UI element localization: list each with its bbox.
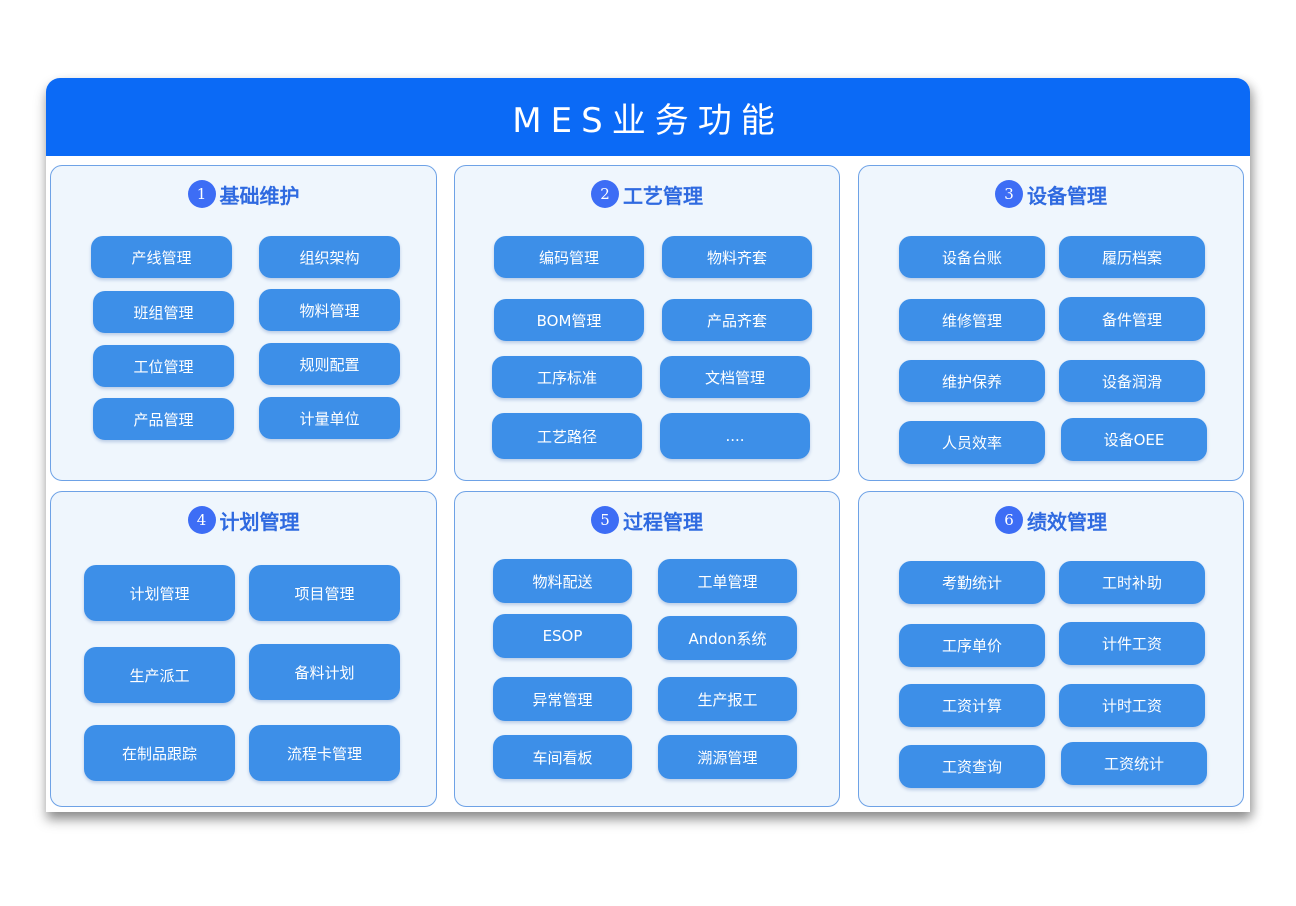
panel-title: 计划管理 <box>219 509 300 534</box>
panel-header: 3 设备管理 <box>859 176 1243 212</box>
function-button[interactable]: 计时工资 <box>1059 684 1205 727</box>
function-button[interactable]: 文档管理 <box>660 356 810 398</box>
panel-title: 基础维护 <box>219 183 300 208</box>
function-button[interactable]: 产品齐套 <box>662 299 812 341</box>
number-badge: 2 <box>591 180 619 208</box>
function-button[interactable]: BOM管理 <box>494 299 644 341</box>
function-button[interactable]: 产品管理 <box>93 398 234 440</box>
panel-equipment-management: 3 设备管理 设备台账 履历档案 维修管理 备件管理 维护保养 设备润滑 人员效… <box>858 165 1244 481</box>
function-button[interactable]: 工单管理 <box>658 559 797 603</box>
function-button[interactable]: 计量单位 <box>259 397 400 439</box>
function-button[interactable]: 计划管理 <box>84 565 235 621</box>
panel-title: 工艺管理 <box>623 183 703 208</box>
function-button[interactable]: Andon系统 <box>658 616 797 660</box>
function-button[interactable]: 异常管理 <box>493 677 632 721</box>
function-button[interactable]: 工序单价 <box>899 624 1045 667</box>
function-button[interactable]: 物料齐套 <box>662 236 812 278</box>
function-button[interactable]: 履历档案 <box>1059 236 1205 278</box>
function-button[interactable]: 设备台账 <box>899 236 1045 278</box>
function-button[interactable]: 备料计划 <box>249 644 400 700</box>
function-button[interactable]: 工资计算 <box>899 684 1045 727</box>
function-button[interactable]: 溯源管理 <box>658 735 797 779</box>
panel-header: 1 基础维护 <box>51 176 436 212</box>
panel-planning-management: 4 计划管理 计划管理 项目管理 生产派工 备料计划 在制品跟踪 流程卡管理 <box>50 491 437 807</box>
panel-process-engineering: 2 工艺管理 编码管理 物料齐套 BOM管理 产品齐套 工序标准 文档管理 工艺… <box>454 165 840 481</box>
function-button[interactable]: 生产派工 <box>84 647 235 703</box>
function-button[interactable]: 班组管理 <box>93 291 234 333</box>
panel-title: 设备管理 <box>1027 183 1107 208</box>
panel-header: 5 过程管理 <box>455 502 839 538</box>
function-button[interactable]: 在制品跟踪 <box>84 725 235 781</box>
function-button[interactable]: 产线管理 <box>91 236 232 278</box>
function-button[interactable]: 维护保养 <box>899 360 1045 402</box>
function-button[interactable]: 工位管理 <box>93 345 234 387</box>
function-button[interactable]: 考勤统计 <box>899 561 1045 604</box>
number-badge: 4 <box>187 506 216 534</box>
function-button[interactable]: 流程卡管理 <box>249 725 400 781</box>
panel-process-control: 5 过程管理 物料配送 工单管理 ESOP Andon系统 异常管理 生产报工 … <box>454 491 840 807</box>
more-button[interactable]: .... <box>660 413 810 459</box>
function-button[interactable]: 设备润滑 <box>1059 360 1205 402</box>
function-button[interactable]: 物料配送 <box>493 559 632 603</box>
function-button[interactable]: 备件管理 <box>1059 297 1205 341</box>
panel-title: 过程管理 <box>623 509 703 534</box>
function-button[interactable]: 工序标准 <box>492 356 642 398</box>
header-bar: MES业务功能 <box>46 78 1250 156</box>
panel-header: 4 计划管理 <box>51 502 436 538</box>
function-button[interactable]: 工资统计 <box>1061 742 1207 785</box>
function-button[interactable]: 维修管理 <box>899 299 1045 341</box>
function-button[interactable]: 工资查询 <box>899 745 1045 788</box>
panel-performance-management: 6 绩效管理 考勤统计 工时补助 工序单价 计件工资 工资计算 计时工资 工资查… <box>858 491 1244 807</box>
function-button[interactable]: 组织架构 <box>259 236 400 278</box>
mes-board: MES业务功能 1 基础维护 产线管理 组织架构 班组管理 物料管理 工位管理 … <box>46 78 1250 812</box>
function-button[interactable]: 生产报工 <box>658 677 797 721</box>
function-button[interactable]: 编码管理 <box>494 236 644 278</box>
panel-basic-maintenance: 1 基础维护 产线管理 组织架构 班组管理 物料管理 工位管理 规则配置 产品管… <box>50 165 437 481</box>
panel-title: 绩效管理 <box>1027 509 1107 534</box>
function-button[interactable]: 计件工资 <box>1059 622 1205 665</box>
number-badge: 3 <box>995 180 1023 208</box>
number-badge: 6 <box>995 506 1023 534</box>
number-badge: 1 <box>187 180 216 208</box>
function-button[interactable]: 设备OEE <box>1061 418 1207 461</box>
function-button[interactable]: ESOP <box>493 614 632 658</box>
panel-header: 2 工艺管理 <box>455 176 839 212</box>
function-button[interactable]: 工艺路径 <box>492 413 642 459</box>
number-badge: 5 <box>591 506 619 534</box>
function-button[interactable]: 物料管理 <box>259 289 400 331</box>
function-button[interactable]: 工时补助 <box>1059 561 1205 604</box>
function-button[interactable]: 项目管理 <box>249 565 400 621</box>
function-button[interactable]: 车间看板 <box>493 735 632 779</box>
function-button[interactable]: 规则配置 <box>259 343 400 385</box>
function-button[interactable]: 人员效率 <box>899 421 1045 464</box>
page-title: MES业务功能 <box>512 100 784 141</box>
panel-header: 6 绩效管理 <box>859 502 1243 538</box>
